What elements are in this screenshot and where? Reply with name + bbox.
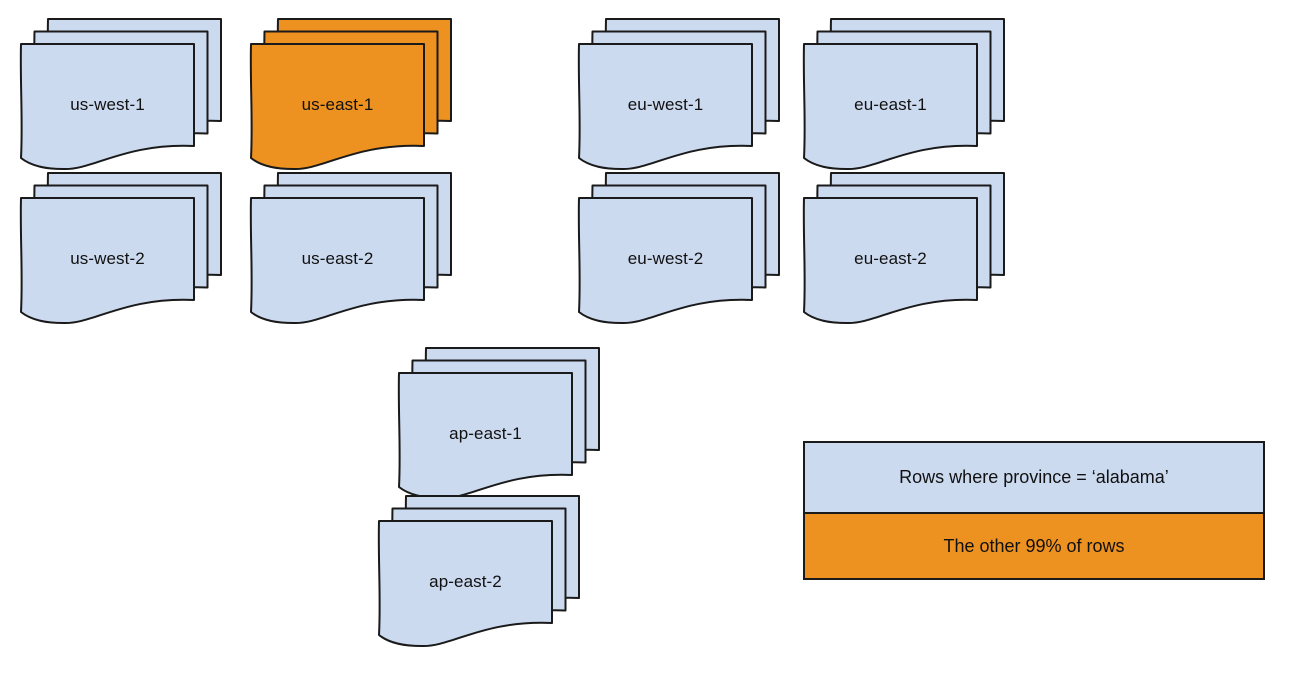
- document-card-3: [249, 43, 425, 171]
- document-stack-shape: [377, 495, 580, 648]
- document-card-3: [802, 197, 978, 325]
- region-stack-us-east-2[interactable]: us-east-2: [249, 172, 452, 325]
- document-stack-shape: [397, 347, 600, 500]
- region-stack-eu-west-2[interactable]: eu-west-2: [577, 172, 780, 325]
- document-stack-shape: [19, 172, 222, 325]
- document-card-3: [19, 197, 195, 325]
- document-card-3: [802, 43, 978, 171]
- legend-label: Rows where province = ‘alabama’: [899, 467, 1169, 487]
- legend: Rows where province = ‘alabama’ The other…: [803, 441, 1265, 580]
- region-stack-ap-east-2[interactable]: ap-east-2: [377, 495, 580, 648]
- legend-row-orange: The other 99% of rows: [805, 514, 1263, 578]
- region-stack-us-east-1[interactable]: us-east-1: [249, 18, 452, 171]
- region-stack-us-west-2[interactable]: us-west-2: [19, 172, 222, 325]
- region-stack-eu-west-1[interactable]: eu-west-1: [577, 18, 780, 171]
- document-card-3: [577, 197, 753, 325]
- document-stack-shape: [802, 172, 1005, 325]
- document-card-3: [397, 372, 573, 500]
- document-stack-shape: [577, 18, 780, 171]
- legend-row-blue: Rows where province = ‘alabama’: [805, 443, 1263, 514]
- region-stack-eu-east-1[interactable]: eu-east-1: [802, 18, 1005, 171]
- document-stack-shape: [249, 172, 452, 325]
- document-stack-shape: [19, 18, 222, 171]
- document-stack-shape: [249, 18, 452, 171]
- document-card-3: [249, 197, 425, 325]
- document-card-3: [19, 43, 195, 171]
- document-stack-shape: [802, 18, 1005, 171]
- document-card-3: [377, 520, 553, 648]
- region-stack-eu-east-2[interactable]: eu-east-2: [802, 172, 1005, 325]
- document-stack-shape: [577, 172, 780, 325]
- region-stack-ap-east-1[interactable]: ap-east-1: [397, 347, 600, 500]
- legend-label: The other 99% of rows: [943, 535, 1125, 556]
- document-card-3: [577, 43, 753, 171]
- region-stack-us-west-1[interactable]: us-west-1: [19, 18, 222, 171]
